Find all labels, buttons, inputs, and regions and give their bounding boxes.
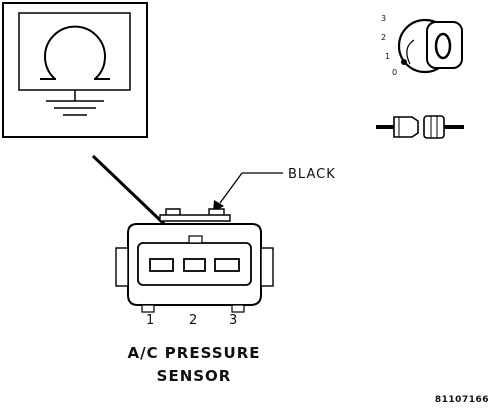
pin-1-terminal (149, 258, 174, 272)
switch-position-0: 0 (392, 68, 397, 77)
ignition-key-icon: 3 2 1 0 (381, 14, 463, 77)
sensor-title-line2: SENSOR (157, 367, 232, 385)
ohmmeter-box (2, 2, 148, 138)
pin-2-terminal (183, 258, 206, 272)
pin-label-3: 3 (229, 313, 237, 328)
color-label-leader (213, 172, 283, 212)
switch-position-2: 2 (381, 33, 386, 42)
switch-position-3: 3 (381, 14, 386, 23)
switch-position-1: 1 (385, 52, 390, 61)
figure-id: 81107166 (435, 395, 489, 405)
pin-label-2: 2 (189, 313, 197, 328)
sensor-connector (115, 208, 274, 313)
disconnected-connector-icon (376, 115, 464, 139)
connector-color-label: BLACK (288, 167, 336, 182)
ohm-omega-icon (40, 25, 110, 80)
pin-label-1: 1 (146, 313, 154, 328)
sensor-title-line1: A/C PRESSURE (127, 344, 260, 362)
pin-3-terminal (214, 258, 240, 272)
ground-symbol-icon (46, 90, 104, 116)
